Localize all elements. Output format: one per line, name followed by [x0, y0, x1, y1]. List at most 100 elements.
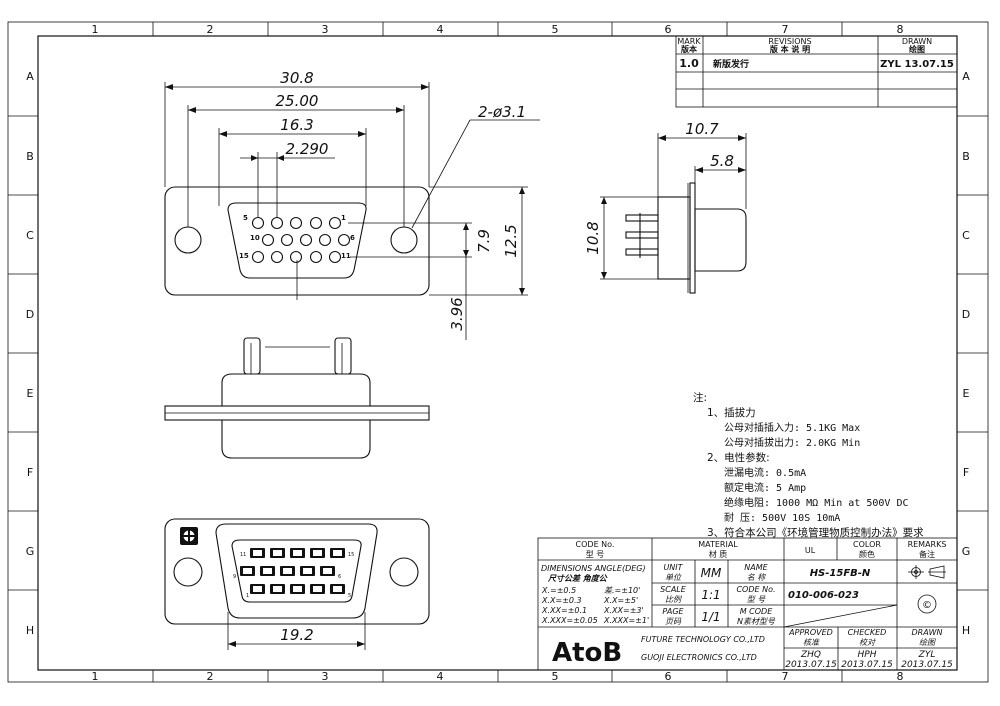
row-letter-e: E: [27, 387, 34, 400]
pin-label-10: 10: [250, 234, 260, 242]
tb-page-cn: 页码: [665, 617, 682, 626]
dim-overall-height: 12.5: [502, 224, 520, 257]
tb-tol-3a: X.XX=±3': [603, 606, 644, 615]
notes-line-5: 泄漏电流: 0.5mA: [724, 466, 806, 479]
tb-unit-cn: 单位: [665, 573, 682, 582]
col-num-6: 6: [665, 23, 672, 36]
row-letter-g-right: G: [962, 545, 971, 558]
bottom-pin-label-9: 9: [233, 574, 236, 580]
copyright-icon: [917, 594, 937, 614]
pin-label-1: 1: [341, 214, 346, 222]
tb-tol-4: X.XXX=±0.05: [541, 616, 598, 625]
tb-drawn-cn: 绘图: [919, 638, 936, 647]
pin-holes: [251, 216, 351, 264]
row-letter-d: D: [26, 308, 34, 321]
tb-code-no-cn: 型 号: [586, 550, 605, 559]
tb-drawn-by: ZYL: [918, 650, 936, 660]
dim-pin-rows: 7.9: [475, 229, 493, 253]
tb-copyright: ©: [922, 600, 932, 611]
drawing-frame: 1 2 3 4 5 6 7 8 1 2 3 4 5 6 7 8 A B C D …: [7, 21, 989, 683]
col-num-1-bottom: 1: [92, 670, 99, 683]
row-letter-f-right: F: [963, 466, 969, 479]
col-num-7-bottom: 7: [782, 670, 789, 683]
bottom-mounting-hole-left: [173, 557, 203, 587]
row-letter-a-right: A: [962, 70, 970, 83]
col-num-5-bottom: 5: [552, 670, 559, 683]
dim-pin-offset: 3.96: [448, 297, 466, 330]
notes-line-8: 耐 压: 500V 10S 10mA: [724, 511, 840, 524]
revisions-table: MARK 版本 REVISIONS 版 本 说 明 DRAWN 绘图 1.0 新…: [675, 35, 958, 108]
tb-scale-value: 1:1: [701, 588, 720, 602]
tb-approved-by: ZHQ: [800, 650, 821, 660]
row-letter-h: H: [26, 624, 34, 637]
tb-unit-value: MM: [701, 566, 722, 580]
tb-tol-1a: 差.=±10': [604, 586, 640, 595]
tb-code-no: CODE No.: [576, 540, 615, 549]
dim-side-depth: 10.7: [685, 120, 719, 138]
notes-block: 注: 1、插拔力 公母对插插入力: 5.1KG Max 公母对插拔出力: 2.0…: [693, 391, 924, 539]
tb-code-cn: 型 号: [747, 595, 767, 604]
col-num-8: 8: [897, 23, 904, 36]
rev-header-drawn: DRAWN: [902, 37, 932, 46]
col-num-4: 4: [437, 23, 444, 36]
row-letter-c-right: C: [962, 229, 970, 242]
front-view-dimensions: 30.8 25.00 16.3 2.290 2-ø3.1 7.9 12.: [164, 69, 540, 340]
pin-label-5: 5: [243, 214, 248, 222]
col-num-2-bottom: 2: [207, 670, 214, 683]
tb-remarks-cn: 备注: [919, 549, 935, 559]
mounting-hole-left: [174, 226, 202, 254]
mounting-hole-right: [390, 226, 418, 254]
notes-title: 注:: [693, 391, 707, 404]
dim-hole-spacing: 25.00: [276, 92, 319, 110]
top-view: [164, 337, 430, 459]
rev-header-revisions-cn: 版 本 说 明: [769, 44, 810, 54]
tb-drawn: DRAWN: [912, 628, 943, 637]
row-letter-b-right: B: [962, 150, 970, 163]
col-num-5: 5: [552, 23, 559, 36]
tb-checked: CHECKED: [848, 628, 887, 637]
dim-bottom-shell-width: 19.2: [280, 626, 313, 644]
col-num-6-bottom: 6: [665, 670, 672, 683]
row-letter-b: B: [26, 150, 34, 163]
row-letter-f: F: [27, 466, 33, 479]
notes-line-7: 绝缘电阻: 1000 MΩ Min at 500V DC: [724, 496, 909, 509]
dim-shell-depth: 5.8: [710, 152, 734, 170]
tb-company-name-2: GUOJI ELECTRONICS CO.,LTD: [641, 653, 757, 662]
bottom-pin-label-1: 1: [246, 593, 249, 599]
dim-side-height: 10.8: [584, 221, 602, 254]
rev-row-mark: 1.0: [679, 57, 699, 70]
row-letter-h-right: H: [962, 624, 970, 637]
bottom-pin-label-5: 5: [348, 593, 351, 599]
bottom-mounting-hole-right: [389, 557, 419, 587]
rev-header-mark-cn: 版本: [680, 44, 697, 54]
rev-header-mark: MARK: [677, 37, 701, 46]
bottom-front-view: 11 15 9 6 1 5 19.2: [164, 518, 430, 650]
tb-part-code: 010-006-023: [788, 590, 859, 601]
tb-mcode: M CODE: [740, 607, 773, 616]
tb-name-cn: 名 称: [747, 573, 768, 582]
row-letter-c: C: [26, 229, 34, 242]
pin-label-11: 11: [341, 252, 351, 260]
notes-line-1: 1、插拔力: [707, 406, 756, 419]
dim-overall-width: 30.8: [280, 69, 313, 87]
tb-tol-2a: X.X=±5': [603, 596, 638, 605]
tb-tol-title: DIMENSIONS ANGLE(DEG): [541, 564, 646, 573]
col-num-3: 3: [322, 23, 329, 36]
bottom-pin-label-15: 15: [348, 552, 354, 558]
tb-remarks: REMARKS: [908, 540, 947, 549]
tb-tol-3: X.XX=±0.1: [541, 606, 587, 615]
tb-tol-title-cn: 尺寸公差 角度公: [547, 574, 608, 583]
row-letter-a: A: [26, 70, 34, 83]
tb-drawn-date: 2013.07.15: [901, 660, 953, 670]
side-view: 10.7 5.8 10.8: [584, 120, 747, 294]
notes-line-9: 3、符合本公司《环境管理物质控制办法》要求: [707, 526, 924, 539]
tb-scale-cn: 比例: [665, 595, 683, 604]
tb-company-name-1: FUTURE TECHNOLOGY CO.,LTD: [641, 635, 765, 644]
company-logo: AtoB: [552, 638, 622, 668]
tb-color: COLOR: [853, 540, 881, 549]
tb-code: CODE No.: [736, 585, 775, 594]
dim-shell-width: 16.3: [280, 116, 313, 134]
tb-material-cn: 材 质: [709, 549, 728, 559]
col-num-7: 7: [782, 23, 789, 36]
